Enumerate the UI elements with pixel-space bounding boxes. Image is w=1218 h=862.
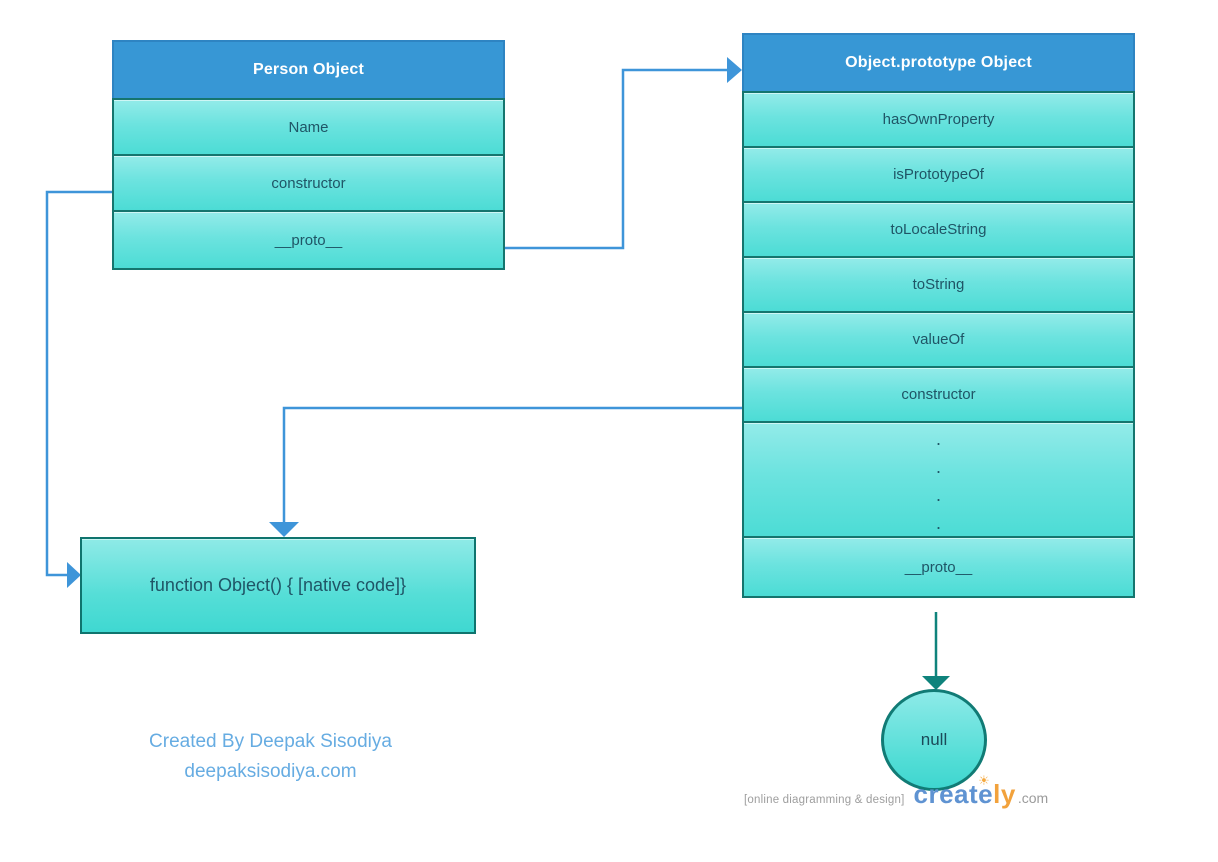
prototype-row-tostring-label: toString xyxy=(912,276,965,293)
creately-logo-e-char: e xyxy=(978,779,994,809)
creately-logo-e: e☀ xyxy=(978,773,994,809)
arrowhead-down-icon xyxy=(922,676,950,690)
person-object-rows: Name constructor __proto__ xyxy=(112,98,505,270)
sun-icon: ☀ xyxy=(978,773,991,788)
prototype-row-valueof[interactable]: valueOf xyxy=(744,313,1133,368)
person-object-node[interactable]: Person Object Name constructor __proto__ xyxy=(112,40,505,270)
creately-watermark: [online diagramming & design] create☀ly … xyxy=(744,773,1049,809)
arrow-prototype-constructor-to-function xyxy=(282,406,742,522)
person-row-name[interactable]: Name xyxy=(114,100,503,156)
arrowhead-right-icon xyxy=(727,57,742,83)
function-object-node[interactable]: function Object() { [native code]} xyxy=(80,537,476,634)
watermark-tagline: [online diagramming & design] xyxy=(744,794,905,806)
prototype-row-isprototypeof[interactable]: isPrototypeOf xyxy=(744,148,1133,203)
credit-block: Created By Deepak Sisodiya deepaksisodiy… xyxy=(78,727,463,787)
arrowhead-right-icon xyxy=(67,562,81,588)
null-node[interactable]: null xyxy=(881,689,987,791)
prototype-row-hasownproperty-label: hasOwnProperty xyxy=(882,111,995,128)
person-row-constructor[interactable]: constructor xyxy=(114,156,503,212)
prototype-row-isprototypeof-label: isPrototypeOf xyxy=(893,166,984,183)
object-prototype-node[interactable]: Object.prototype Object hasOwnProperty i… xyxy=(742,33,1135,598)
function-object-label: function Object() { [native code]} xyxy=(149,575,407,595)
object-prototype-header[interactable]: Object.prototype Object xyxy=(742,33,1135,91)
prototype-row-constructor[interactable]: constructor xyxy=(744,368,1133,423)
prototype-row-tostring[interactable]: toString xyxy=(744,258,1133,313)
prototype-row-ellipsis[interactable]: . . . . xyxy=(744,423,1133,538)
object-prototype-title: Object.prototype Object xyxy=(845,54,1032,71)
object-prototype-rows: hasOwnProperty isPrototypeOf toLocaleStr… xyxy=(742,91,1135,598)
person-row-proto-label: __proto__ xyxy=(274,231,343,249)
arrow-person-constructor-to-function xyxy=(45,190,112,577)
arrowhead-down-icon xyxy=(269,522,299,537)
person-row-constructor-label: constructor xyxy=(271,174,346,192)
creately-logo-part2: ly xyxy=(993,779,1016,809)
person-object-header[interactable]: Person Object xyxy=(112,40,505,98)
prototype-row-tolocalestring[interactable]: toLocaleString xyxy=(744,203,1133,258)
prototype-row-valueof-label: valueOf xyxy=(912,331,965,348)
creately-logo: create☀ly xyxy=(913,773,1016,809)
prototype-row-hasownproperty[interactable]: hasOwnProperty xyxy=(744,93,1133,148)
credit-line1: Created By Deepak Sisodiya xyxy=(149,731,392,752)
null-node-label: null xyxy=(920,730,948,749)
prototype-row-proto-label: __proto__ xyxy=(904,558,973,576)
arrow-person-proto-to-prototype-object xyxy=(505,68,727,250)
prototype-row-proto[interactable]: __proto__ xyxy=(744,538,1133,596)
creately-logo-part1: creat xyxy=(913,779,979,809)
creately-domain-suffix: .com xyxy=(1017,790,1049,806)
person-row-proto[interactable]: __proto__ xyxy=(114,212,503,268)
prototype-row-constructor-label: constructor xyxy=(901,386,976,403)
prototype-row-tolocalestring-label: toLocaleString xyxy=(890,221,987,238)
person-row-name-label: Name xyxy=(288,118,329,136)
credit-line2: deepaksisodiya.com xyxy=(184,761,357,782)
person-object-title: Person Object xyxy=(252,61,365,78)
